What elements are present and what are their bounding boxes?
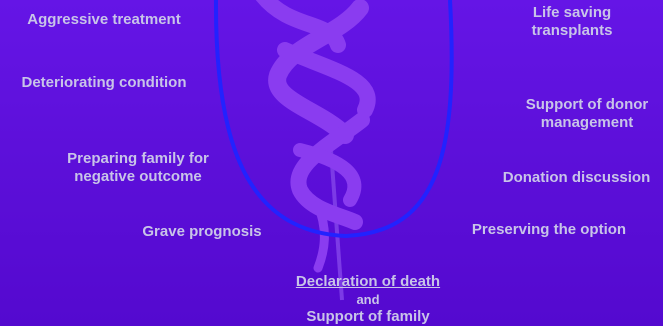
label-and: and: [268, 291, 468, 309]
label-declaration-of-death: Declaration of death: [268, 273, 468, 291]
label-support-of-family: Support of family: [268, 308, 468, 326]
label-support-donor-management: Support of donor management: [508, 96, 663, 132]
label-life-saving-transplants: Life saving transplants: [512, 4, 632, 40]
label-preparing-family: Preparing family for negative outcome: [40, 150, 236, 186]
label-deteriorating-condition: Deteriorating condition: [0, 74, 208, 92]
label-donation-discussion: Donation discussion: [490, 169, 663, 187]
label-preserving-option: Preserving the option: [456, 221, 642, 239]
label-grave-prognosis: Grave prognosis: [120, 223, 284, 241]
label-aggressive-treatment: Aggressive treatment: [0, 11, 208, 29]
